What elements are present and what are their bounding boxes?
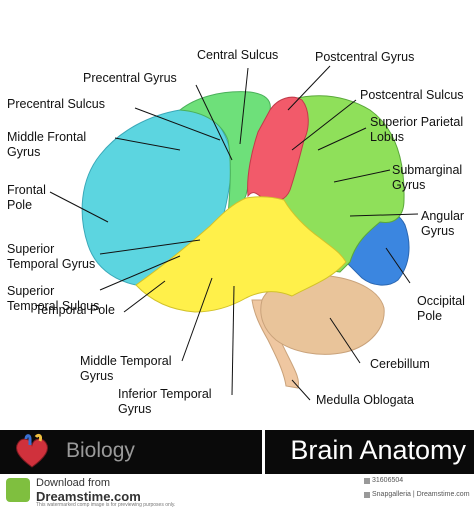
- watermark-line3: This watermarked comp image is for previ…: [36, 502, 176, 508]
- label-cerebillum: Cerebillum: [370, 357, 430, 371]
- label-middle-temporal-gyrus: Middle Temporal Gyrus: [80, 354, 172, 383]
- label-postcentral-sulcus: Postcentral Sulcus: [360, 88, 464, 102]
- label-inferior-temporal-gyrus: Inferior Temporal Gyrus: [118, 387, 212, 416]
- label-postcentral-gyrus: Postcentral Gyrus: [315, 50, 415, 64]
- label-submarginal-gyrus: Submarginal Gyrus: [392, 163, 463, 192]
- label-angular-gyrus: Angular Gyrus: [421, 209, 465, 238]
- label-central-sulcus: Central Sulcus: [197, 48, 279, 62]
- watermark-line1: Download from: [36, 477, 110, 489]
- temporal-lobe-region: [135, 196, 347, 313]
- banner-bar: Biology Brain Anatomy: [0, 430, 474, 474]
- dreamstime-logo-icon: [6, 478, 30, 502]
- label-superior-parietal-lobus: Superior Parietal Lobus: [370, 115, 464, 144]
- label-frontal-pole: Frontal Pole: [7, 183, 46, 212]
- brain-diagram: Central Sulcus Postcentral Gyrus Precent…: [7, 48, 465, 416]
- banner-biology-text: Biology: [66, 439, 135, 462]
- leader-lines: [49, 65, 419, 401]
- id-icon: [364, 478, 370, 484]
- label-temporal-pole: Temporal Pole: [35, 303, 115, 317]
- label-superior-temporal-gyrus: Superior Temporal Gyrus: [7, 242, 96, 271]
- watermark-line2: Dreamstime.com: [36, 489, 141, 504]
- label-occipital-pole: Occipital Pole: [417, 294, 465, 323]
- heart-icon: [16, 433, 48, 468]
- label-precentral-gyrus: Precentral Gyrus: [83, 71, 177, 85]
- postcentral-gyrus-region: [247, 96, 309, 203]
- label-superior-temporal-sulcus: Superior Temporal Sulcus: [7, 284, 100, 313]
- credit-icon: [364, 492, 370, 498]
- brain-illustration: [49, 65, 419, 401]
- label-medulla-oblogata: Medulla Oblogata: [316, 393, 414, 407]
- watermark-credit: Snapgalleria | Dreamstime.com: [372, 491, 470, 498]
- banner-title: Brain Anatomy: [290, 435, 466, 465]
- label-middle-frontal-gyrus: Middle Frontal Gyrus: [7, 130, 87, 159]
- banner-divider: [262, 430, 265, 474]
- watermark-id: 31606504: [372, 477, 404, 484]
- label-precentral-sulcus: Precentral Sulcus: [7, 97, 105, 111]
- watermark-footer: Download from Dreamstime.com This waterm…: [0, 474, 474, 508]
